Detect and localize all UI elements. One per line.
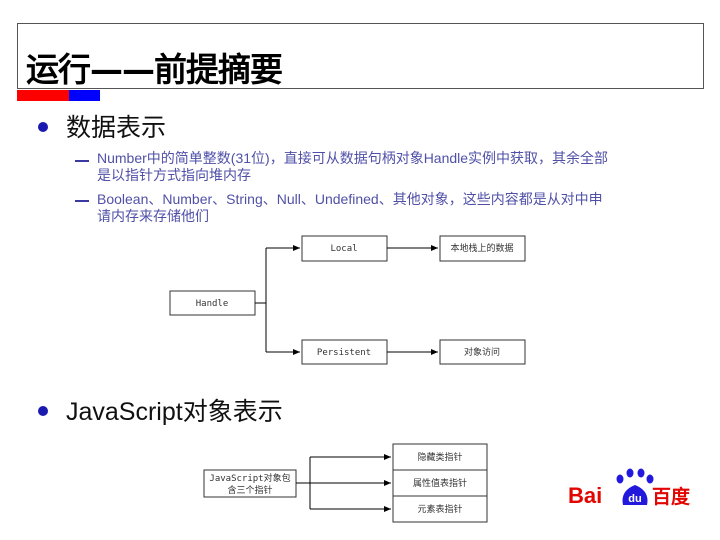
logo-paw-text: du	[628, 493, 641, 505]
connector	[255, 248, 267, 352]
section1-heading: 数据表示	[66, 113, 167, 142]
js-object-label: 含三个指针	[227, 484, 272, 496]
bullet-icon	[38, 406, 48, 416]
persistent-target-box	[439, 339, 526, 365]
dash-icon	[75, 200, 89, 202]
persistent-label: Persistent	[317, 348, 371, 358]
handle-box	[169, 290, 256, 316]
pointer-box	[392, 469, 488, 497]
js-object-label: JavaScript对象包	[209, 472, 290, 484]
sub-item-line: Boolean、Number、String、Null、Undefined、其他对…	[97, 191, 603, 207]
pointer-box	[392, 443, 488, 471]
sub-item: Boolean、Number、String、Null、Undefined、其他对…	[97, 191, 697, 225]
sub-item-line: 请内存来存储他们	[97, 208, 209, 224]
local-target-label: 本地栈上的数据	[450, 242, 513, 254]
title-accent-blue	[69, 90, 100, 101]
local-target-box	[439, 235, 526, 262]
sub-item-line: Number中的简单整数(31位)，直接可从数据句柄对象Handle实例中获取，…	[97, 150, 609, 166]
bullet-icon	[38, 122, 48, 132]
dash-icon	[75, 160, 89, 162]
logo-text: Bai	[568, 483, 602, 507]
persistent-target-label: 对象访问	[464, 346, 500, 358]
local-label: Local	[330, 244, 357, 254]
paw-icon	[616, 468, 654, 505]
sub-item-line: 是以指针方式指向堆内存	[97, 167, 251, 183]
slide-title: 运行——前提摘要	[26, 50, 283, 89]
pointer-label: 属性值表指针	[413, 477, 467, 489]
pointer-label: 隐藏类指针	[417, 451, 462, 463]
logo-text: 百度	[652, 485, 691, 507]
connector	[296, 457, 311, 509]
handle-label: Handle	[196, 299, 229, 309]
section2-heading: JavaScript对象表示	[66, 398, 283, 426]
baidu-logo: Bai du 百度	[568, 465, 693, 511]
title-accent-red	[17, 90, 69, 101]
title-frame	[17, 23, 704, 89]
persistent-box	[301, 339, 388, 365]
sub-item: Number中的简单整数(31位)，直接可从数据句柄对象Handle实例中获取，…	[97, 150, 697, 184]
pointer-box	[392, 495, 488, 523]
pointer-label: 元素表指针	[417, 503, 462, 515]
local-box	[301, 235, 388, 262]
